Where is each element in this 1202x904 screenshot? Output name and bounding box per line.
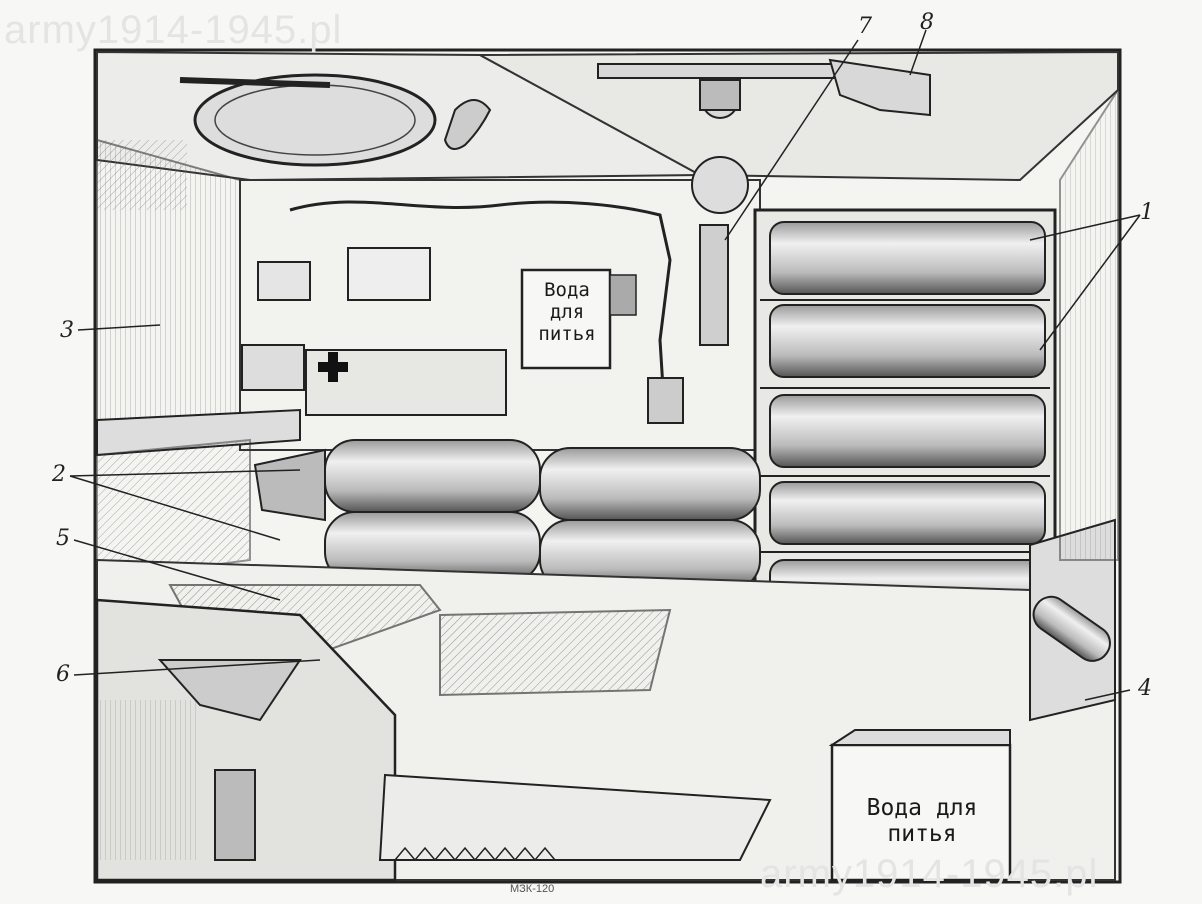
seat-cushion-center — [439, 608, 672, 697]
fuel-tanks — [324, 439, 761, 591]
dome-light — [691, 156, 749, 214]
hatch-ring — [193, 73, 437, 167]
callout-6: 6 — [56, 662, 70, 687]
water-tank-small — [520, 268, 612, 370]
callout-2: 2 — [52, 462, 66, 487]
floor-plate — [378, 773, 772, 861]
instrument-panel — [347, 247, 431, 301]
callout-1: 1 — [1140, 200, 1154, 225]
first-aid-kit — [305, 349, 507, 416]
shell-cylinders — [769, 221, 1046, 623]
small-sign-line1: Вода — [544, 279, 590, 301]
switch-box — [241, 344, 305, 391]
callout-3: 3 — [60, 318, 74, 343]
water-tank-large-label: Вода для питья — [836, 795, 1008, 848]
watermark-top-left: army1914-1945.pl — [4, 8, 343, 52]
cable — [289, 200, 672, 421]
large-sign-line1: Вода для — [866, 795, 978, 821]
leader-lines — [69, 29, 1141, 701]
small-sign-line3: питья — [538, 322, 596, 345]
watermark-bottom-right: army1914-1945.pl — [760, 852, 1099, 896]
callout-8: 8 — [920, 10, 934, 35]
rifle — [597, 58, 931, 119]
signal-pistol — [1032, 595, 1111, 662]
callout-5: 5 — [56, 526, 70, 551]
large-sign-line2: питья — [887, 821, 957, 848]
callout-4: 4 — [1138, 676, 1152, 701]
caption: МЗК-120 — [510, 883, 555, 895]
small-sign-line2: для — [549, 300, 585, 323]
radio-unit — [699, 224, 729, 346]
water-tank-small-label: Вода для питья — [524, 279, 610, 346]
callout-7: 7 — [858, 14, 872, 39]
hook — [443, 99, 492, 150]
